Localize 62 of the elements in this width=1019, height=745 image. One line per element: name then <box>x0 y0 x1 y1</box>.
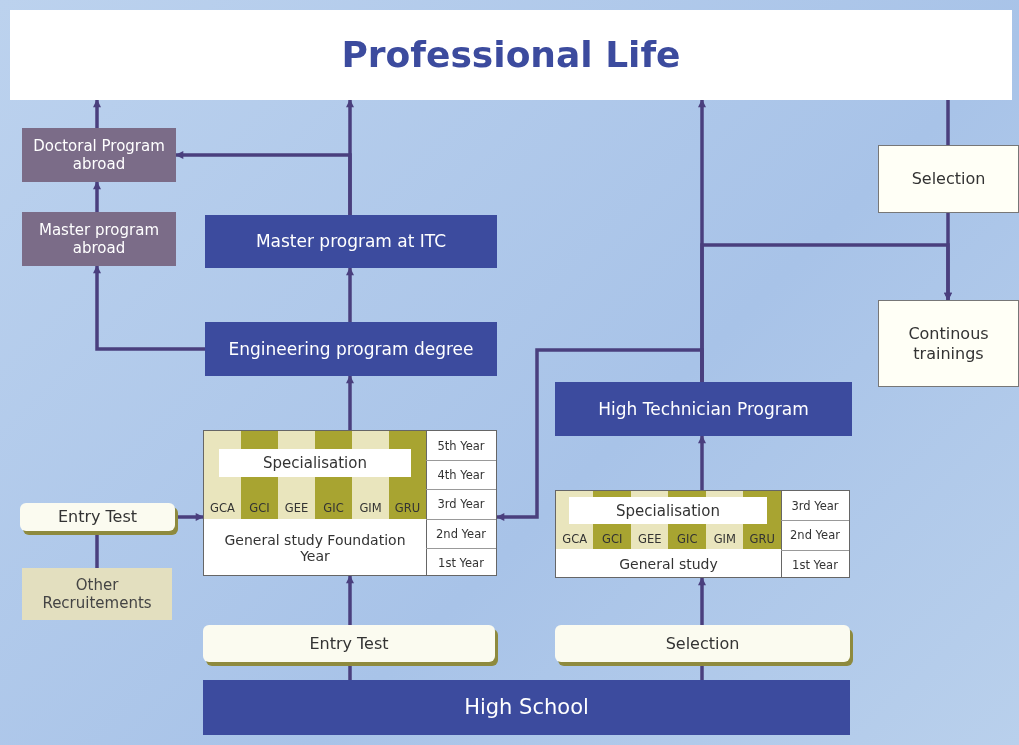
box-label: Selection <box>664 633 741 654</box>
arrow <box>496 348 704 521</box>
program-table <box>555 490 850 578</box>
program-box <box>203 680 850 735</box>
box-label: Master program abroad <box>38 221 160 257</box>
box-label: Engineering program degree <box>227 338 475 360</box>
arrow <box>93 181 101 212</box>
year-label: 1st Year <box>426 547 496 577</box>
code-label: GCA <box>209 500 236 517</box>
year-label: 5th Year <box>436 437 486 455</box>
year-label: 2nd Year <box>781 520 849 550</box>
arrow <box>346 375 354 430</box>
year-label: 3rd Year <box>426 489 496 519</box>
code-label: GCI <box>248 500 271 517</box>
box-label: High Technician Program <box>597 398 810 420</box>
code-label: GRU <box>748 531 776 548</box>
banner <box>10 10 1012 100</box>
code-label: GEE <box>637 531 663 548</box>
section-heading: Specialisation <box>219 449 411 477</box>
arrow <box>698 435 706 490</box>
code-label: GIM <box>358 500 383 517</box>
box-label: Entry Test <box>308 633 390 654</box>
arrow <box>93 99 101 128</box>
box-label: Selection <box>910 169 987 189</box>
program-box <box>205 322 497 376</box>
arrow <box>175 151 352 215</box>
box-label: Doctoral Program abroad <box>32 137 166 173</box>
year-label: 3rd Year <box>790 497 840 515</box>
section-heading: Specialisation <box>569 497 767 524</box>
year-label: 2nd Year <box>426 518 496 548</box>
process-box <box>878 145 1019 213</box>
box-label: Entry Test <box>56 507 139 527</box>
stage-label: General study <box>618 555 719 574</box>
code-label: GCA <box>561 531 589 548</box>
code-label: GEE <box>283 500 310 517</box>
title-text: Professional Life <box>340 33 682 77</box>
arrow <box>346 267 354 322</box>
arrow <box>93 265 205 351</box>
program-box <box>555 382 852 436</box>
code-label: GRU <box>393 500 422 517</box>
process-box <box>22 568 172 620</box>
program-table <box>203 430 497 576</box>
connector-line <box>946 100 950 145</box>
box-label: Master program at ITC <box>254 231 448 252</box>
box-label: High School <box>463 694 590 721</box>
year-label: 1st Year <box>781 549 849 579</box>
box-label: Continous trainings <box>907 324 990 363</box>
code-label: GIM <box>712 531 737 548</box>
stage-label: General study Foundation Year <box>223 531 407 566</box>
code-label: GIC <box>676 531 699 548</box>
arrow <box>175 513 204 521</box>
program-box <box>22 128 176 182</box>
year-label: 4th Year <box>426 460 496 490</box>
arrow <box>698 577 706 625</box>
program-box <box>22 212 176 266</box>
code-label: GIC <box>322 500 345 517</box>
code-label: GCI <box>601 531 624 548</box>
arrow <box>346 575 354 625</box>
arrow <box>944 213 952 301</box>
program-box <box>205 215 497 268</box>
process-box <box>878 300 1019 387</box>
box-label: Other Recruitements <box>41 576 153 612</box>
